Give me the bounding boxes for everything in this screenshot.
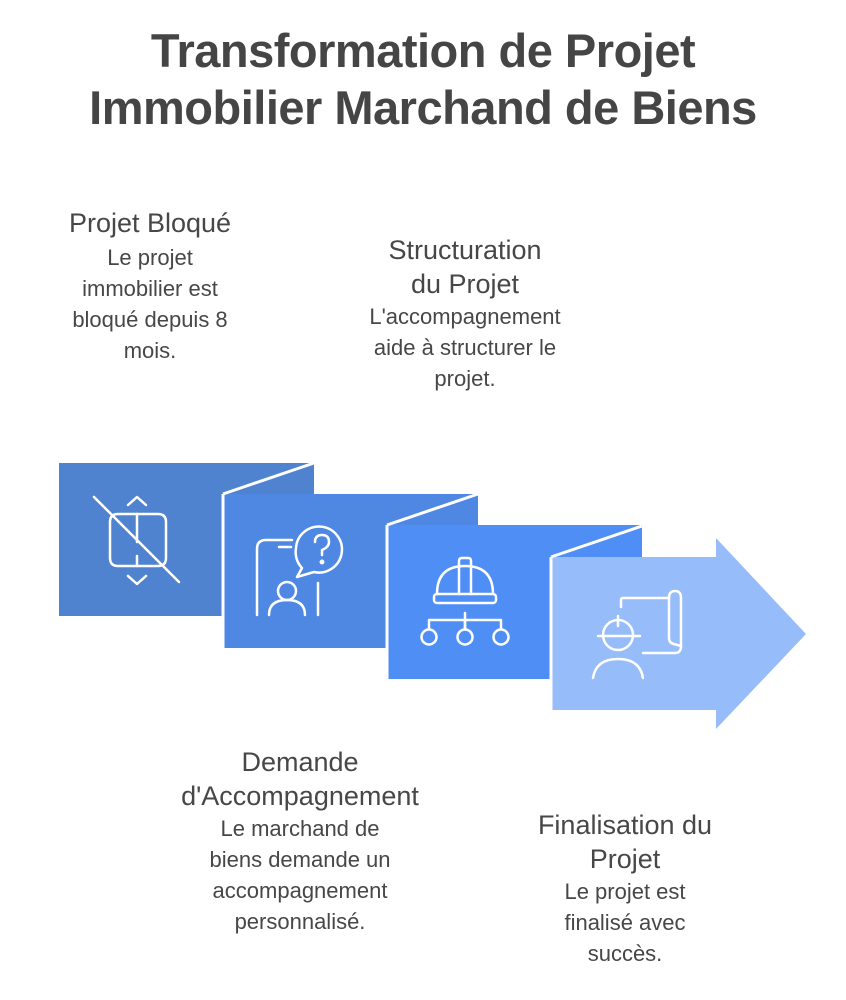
step-4-text: Finalisation du Projet Le projet est fin… — [495, 808, 755, 969]
step-4-heading: Finalisation du — [537, 810, 713, 840]
blocked-move-icon — [92, 495, 181, 586]
step-3-text: Structuration du Projet L'accompagnement… — [325, 233, 605, 394]
step-2-heading: d'Accompagnement — [181, 781, 419, 811]
diagram-title: Transformation de Projet Immobilier Marc… — [0, 22, 846, 136]
structure-hardhat-icon — [420, 556, 510, 646]
step-4-desc-line: succès. — [587, 941, 663, 966]
step-4-desc-line: finalisé avec — [564, 910, 686, 935]
step-4-desc-line: Le projet est — [564, 879, 686, 904]
step-1-heading: Projet Bloqué — [68, 208, 232, 238]
step-2-desc-line: biens demande un — [209, 847, 391, 872]
step-1-desc-line: immobilier est — [82, 276, 218, 301]
step-1-panel — [59, 463, 314, 616]
step-2-heading: Demande — [241, 747, 359, 777]
engineer-blueprint-icon — [591, 589, 683, 680]
step-4-arrow-panel — [549, 524, 806, 729]
step-4-heading: Projet — [589, 844, 661, 874]
step-2-desc-line: accompagnement — [212, 878, 388, 903]
step-2-desc-line: Le marchand de — [220, 816, 380, 841]
step-2-desc-line: personnalisé. — [234, 909, 366, 934]
step-3-heading: Structuration — [388, 235, 542, 265]
step-3-desc-line: projet. — [434, 366, 496, 391]
title-line-2: Immobilier Marchand de Biens — [89, 81, 757, 134]
step-1-desc-line: bloqué depuis 8 — [72, 307, 228, 332]
step-2-text: Demande d'Accompagnement Le marchand de … — [150, 745, 450, 937]
support-request-icon — [255, 525, 344, 617]
step-3-desc-line: L'accompagnement — [369, 304, 561, 329]
step-1-text: Projet Bloqué Le projet immobilier est b… — [20, 206, 280, 366]
title-line-1: Transformation de Projet — [150, 24, 696, 77]
step-1-desc-line: mois. — [123, 338, 177, 363]
step-1-desc-line: Le projet — [107, 245, 193, 270]
step-3-heading: du Projet — [410, 269, 520, 299]
step-3-desc-line: aide à structurer le — [373, 335, 557, 360]
